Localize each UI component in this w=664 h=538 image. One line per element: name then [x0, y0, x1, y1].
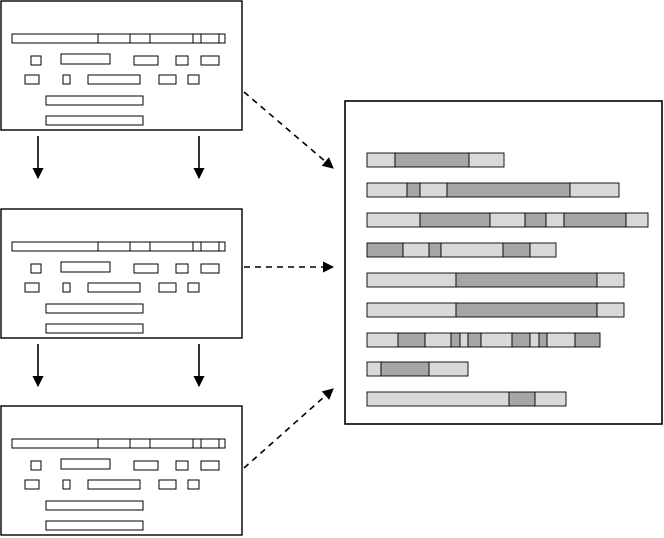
- source-panel-1: [1, 1, 242, 130]
- result-segment-dark: [525, 213, 546, 227]
- result-row-5: [367, 273, 624, 287]
- result-segment-dark: [395, 153, 469, 167]
- result-segment-light: [367, 213, 420, 227]
- result-segment-dark: [451, 333, 460, 347]
- result-segment-light: [530, 333, 539, 347]
- result-segment-light: [367, 362, 381, 376]
- result-segment-light: [367, 392, 509, 406]
- result-segment-light: [546, 213, 564, 227]
- result-segment-light: [460, 333, 468, 347]
- result-segment-light: [597, 303, 624, 317]
- result-segment-light: [570, 183, 619, 197]
- result-segment-light: [547, 333, 575, 347]
- result-segment-light: [490, 213, 525, 227]
- result-segment-dark: [398, 333, 425, 347]
- result-segment-light: [530, 243, 556, 257]
- result-segment-light: [597, 273, 624, 287]
- result-segment-light: [367, 303, 456, 317]
- result-segment-dark: [447, 183, 570, 197]
- result-segment-dark: [503, 243, 530, 257]
- source-panel-2: [1, 209, 242, 338]
- result-segment-dark: [456, 303, 597, 317]
- result-segment-light: [429, 362, 468, 376]
- result-segment-dark: [420, 213, 490, 227]
- result-segment-dark: [564, 213, 626, 227]
- result-row-2: [367, 183, 619, 197]
- result-segment-dark: [407, 183, 420, 197]
- result-row-6: [367, 303, 624, 317]
- result-segment-light: [481, 333, 512, 347]
- result-segment-light: [626, 213, 648, 227]
- result-row-7: [367, 333, 600, 347]
- result-segment-dark: [539, 333, 547, 347]
- dashed-arrow-1: [244, 92, 333, 168]
- source-panel-3: [1, 406, 242, 535]
- dashed-arrow-3: [244, 389, 333, 468]
- result-segment-light: [403, 243, 429, 257]
- result-segment-dark: [367, 243, 403, 257]
- result-segment-light: [535, 392, 566, 406]
- result-segment-light: [441, 243, 503, 257]
- result-row-8: [367, 362, 468, 376]
- result-segment-dark: [456, 273, 597, 287]
- result-segment-light: [367, 183, 407, 197]
- result-segment-light: [469, 153, 504, 167]
- result-segment-dark: [575, 333, 600, 347]
- result-segment-dark: [468, 333, 481, 347]
- result-row-9: [367, 392, 566, 406]
- result-segment-dark: [429, 243, 441, 257]
- result-segment-dark: [512, 333, 530, 347]
- result-segment-dark: [509, 392, 535, 406]
- result-row-4: [367, 243, 556, 257]
- result-segment-light: [420, 183, 447, 197]
- result-row-3: [367, 213, 648, 227]
- result-segment-dark: [381, 362, 429, 376]
- result-segment-light: [367, 273, 456, 287]
- result-segment-light: [367, 333, 398, 347]
- result-segment-light: [367, 153, 395, 167]
- result-segment-light: [425, 333, 451, 347]
- result-row-1: [367, 153, 504, 167]
